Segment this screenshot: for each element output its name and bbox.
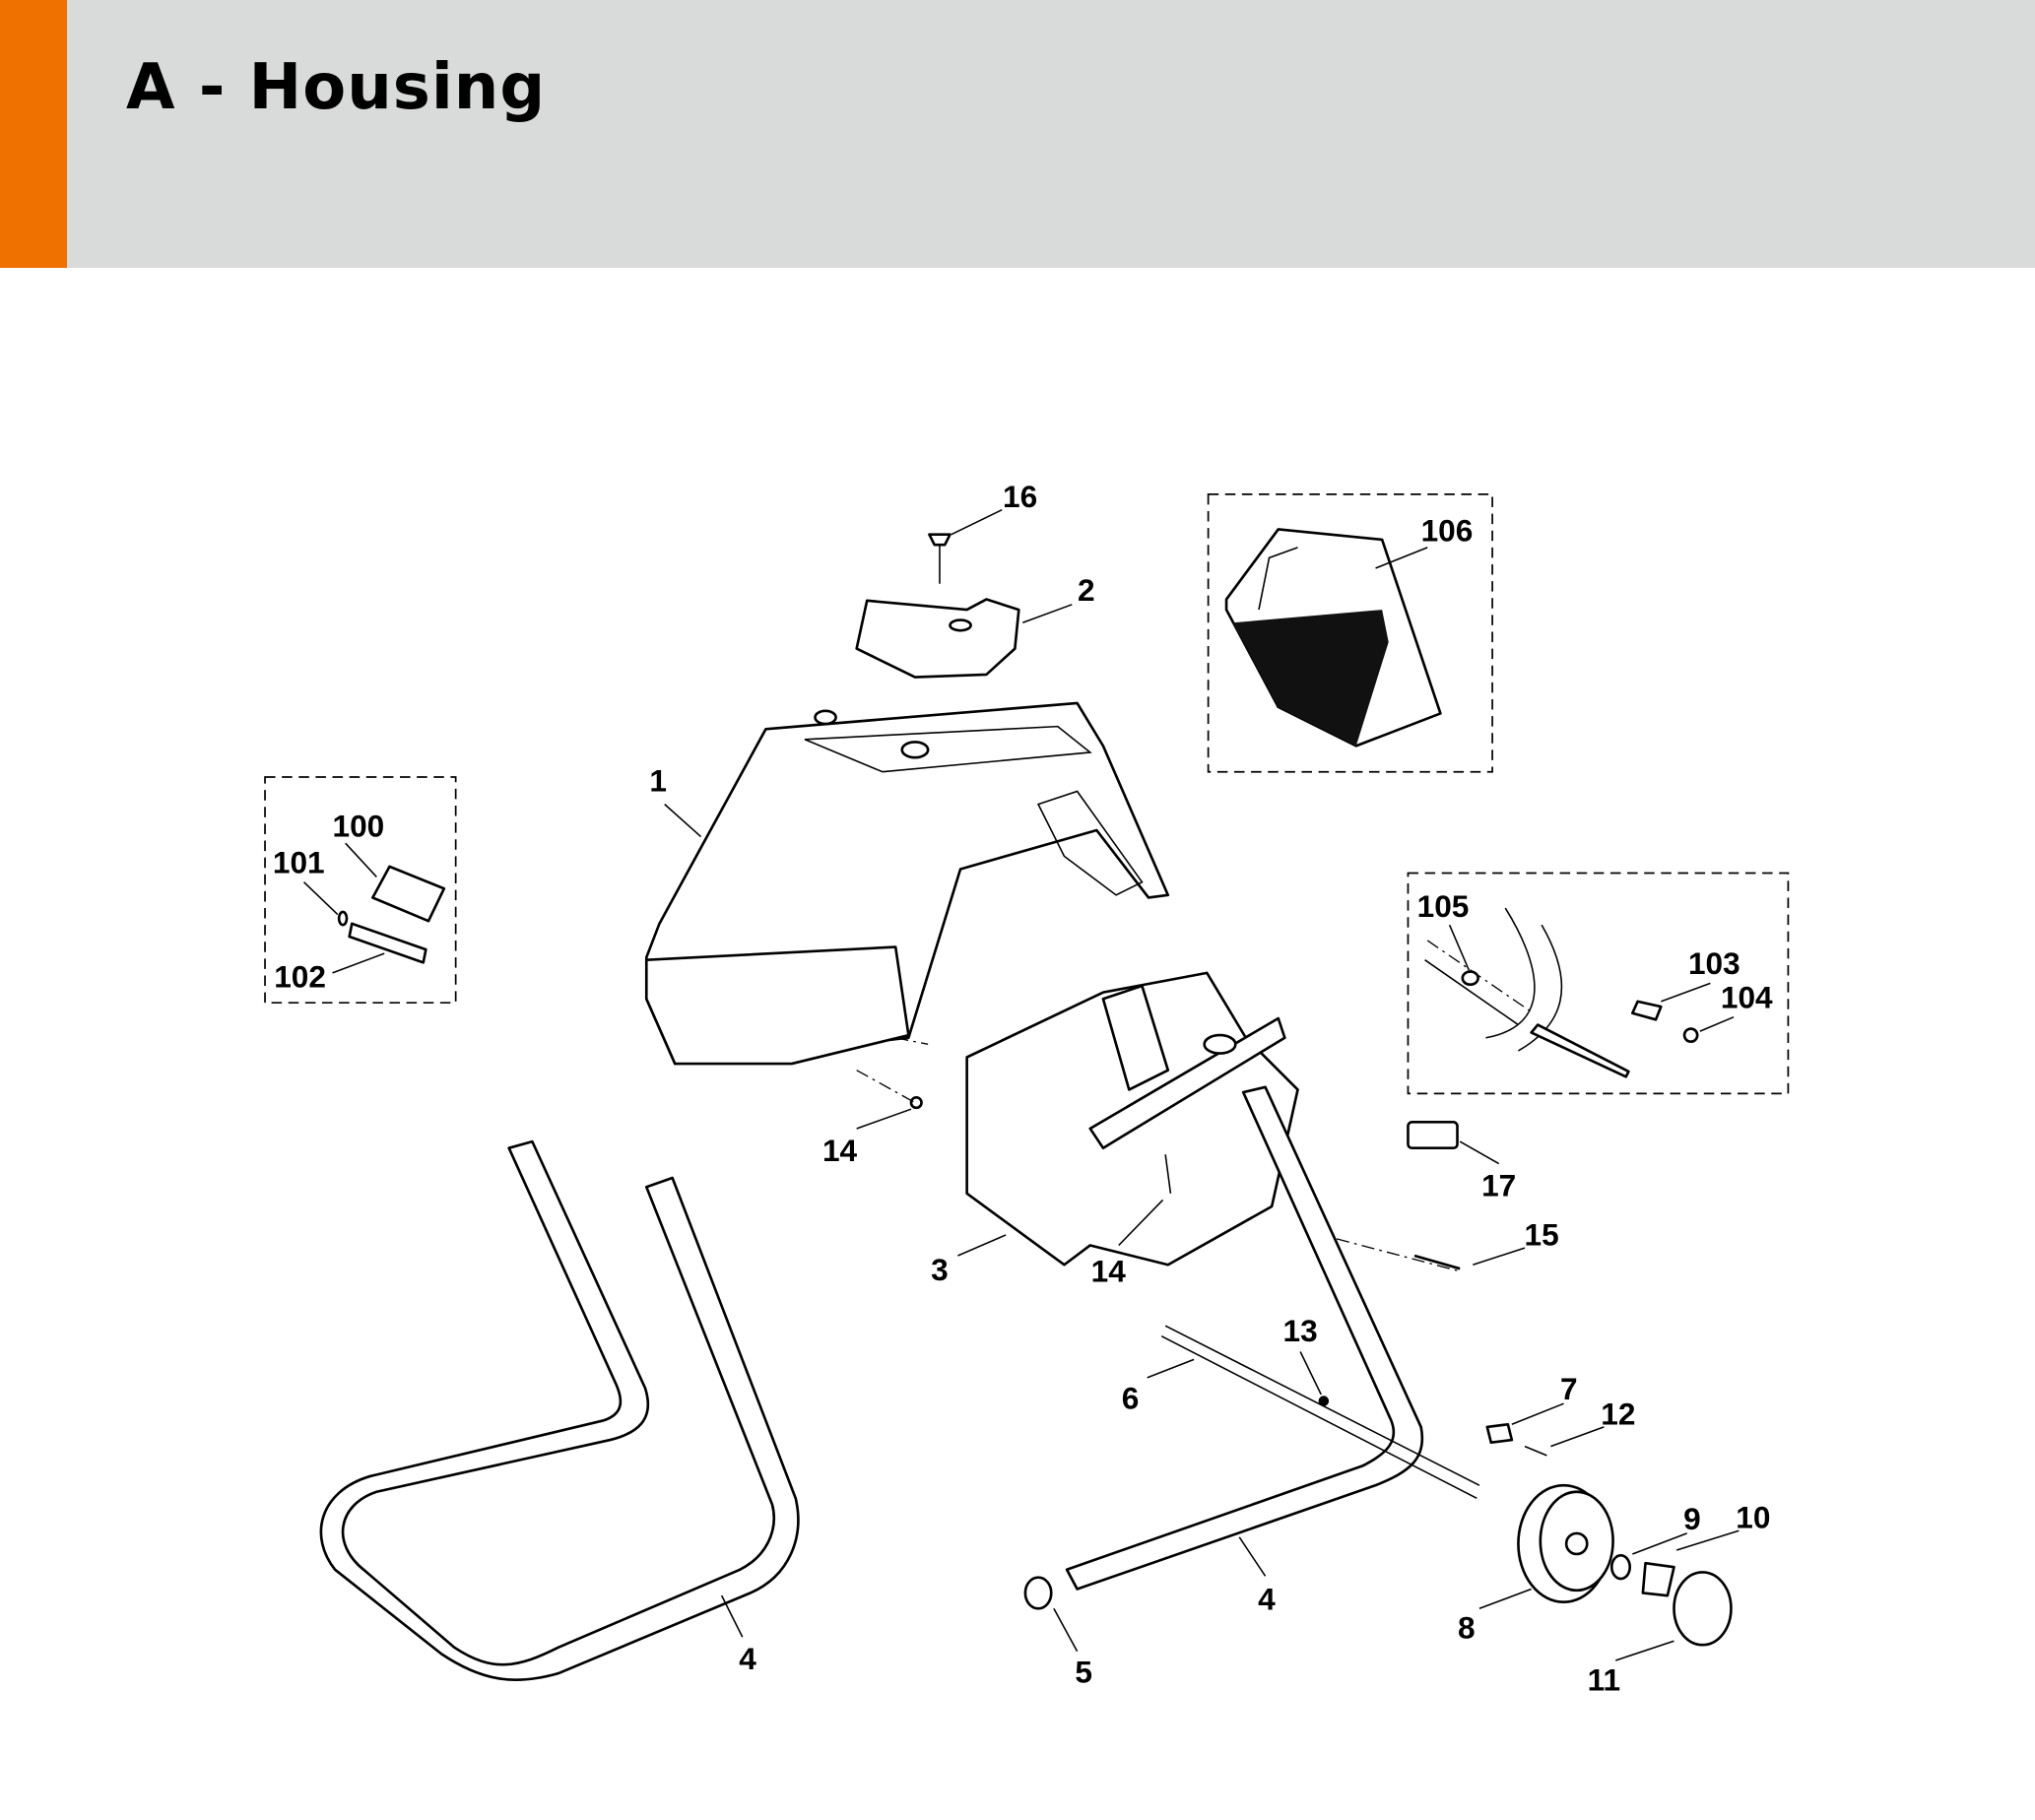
callout-3: 3 [931,1252,949,1287]
part-14-screw-a[interactable] [909,1096,923,1110]
part-16-screw [928,533,952,547]
callout-13: 13 [1283,1313,1318,1348]
callout-9: 9 [1683,1501,1701,1536]
part-3-frame[interactable] [965,971,1299,1267]
part-4-handle-right[interactable] [1065,1085,1424,1591]
part-106-grass-bag[interactable] [1224,528,1442,748]
callout-14: 14 [822,1133,858,1168]
callout-15: 15 [1525,1216,1559,1252]
part-101-rivet[interactable] [337,910,349,927]
callout-16: 16 [1003,479,1037,514]
part-1-housing[interactable] [644,701,1170,1066]
header-accent-bar [0,0,67,268]
callout-10: 10 [1736,1500,1770,1535]
callout-4: 4 [1258,1582,1276,1617]
callout-14: 14 [1091,1253,1127,1288]
callout-103: 103 [1688,945,1740,981]
detail-box-100-102 [264,776,457,1005]
callout-17: 17 [1481,1167,1516,1202]
leader-lines [303,508,1740,1661]
part-11-hub-cap[interactable] [1673,1571,1733,1647]
callout-11: 11 [1588,1661,1620,1697]
callout-5: 5 [1075,1654,1092,1689]
callout-105: 105 [1417,888,1470,924]
part-4-handle-left[interactable] [319,1139,800,1682]
part-8-wheel[interactable] [1517,1483,1614,1604]
part-12-screw[interactable] [1524,1445,1547,1457]
callout-104: 104 [1721,979,1773,1014]
callout-2: 2 [1078,572,1095,608]
header-bar [0,0,2035,268]
part-14-screw-b[interactable] [1164,1154,1172,1194]
callout-1: 1 [649,762,667,798]
part-7-clip[interactable] [1485,1422,1514,1445]
callout-100: 100 [332,809,384,844]
detail-box-103-105 [1407,872,1790,1095]
part-100-label[interactable] [371,865,446,923]
part-15-screw[interactable] [1413,1254,1461,1270]
part-9-washer[interactable] [1609,1553,1632,1581]
page-title: A - Housing [126,51,547,124]
detail-box-106 [1207,492,1493,773]
callout-101: 101 [273,844,325,879]
part-102-strip[interactable] [348,922,427,964]
part-17-rating-plate[interactable] [1407,1121,1459,1150]
callout-106: 106 [1421,512,1474,548]
callout-6: 6 [1122,1380,1140,1415]
part-10-clip[interactable] [1641,1561,1675,1597]
part-5-end-cap[interactable] [1023,1576,1053,1610]
part-6-axle[interactable] [1160,1325,1480,1500]
callout-12: 12 [1601,1396,1635,1431]
part-105-103-104-detail[interactable] [1424,907,1699,1078]
callout-8: 8 [1458,1610,1476,1646]
part-13-pin[interactable] [1318,1396,1330,1406]
callout-7: 7 [1560,1371,1578,1406]
callout-4: 4 [739,1641,756,1676]
part-2-cover[interactable] [855,533,1020,679]
callout-102: 102 [274,958,326,994]
